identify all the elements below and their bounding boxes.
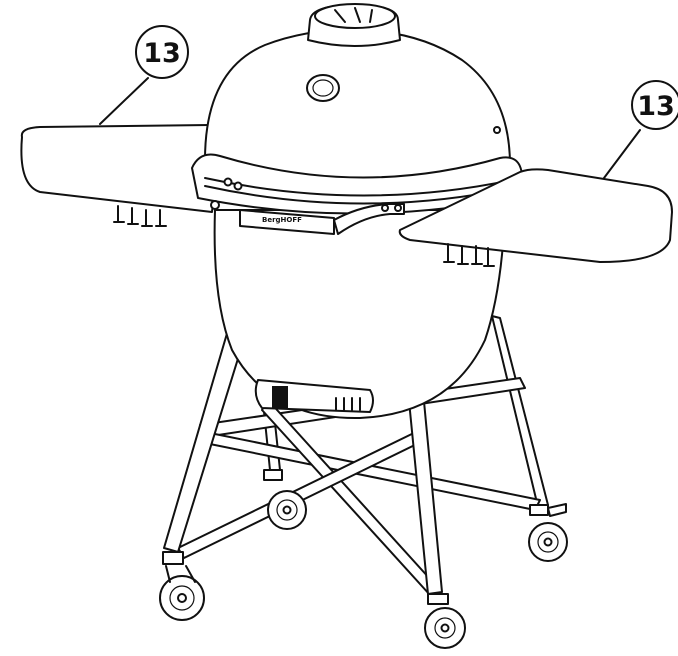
callout-leader-left <box>99 77 149 125</box>
callout-leader-right <box>603 129 641 179</box>
bottom-vent <box>254 379 374 413</box>
casters <box>159 469 568 649</box>
callout-label-left: 13 <box>143 38 181 69</box>
callout-left: 13 <box>99 25 189 125</box>
callout-right: 13 <box>603 80 678 179</box>
brand-label: BergHOFF <box>262 216 302 224</box>
callout-label-right: 13 <box>637 91 675 122</box>
left-side-shelf <box>20 124 222 227</box>
caster-back-right <box>528 503 568 562</box>
right-side-shelf <box>398 168 673 267</box>
dome-lid <box>204 3 511 180</box>
lid-handle: BergHOFF <box>239 203 405 235</box>
hinge-band <box>191 153 523 215</box>
cross-bar-diag <box>199 431 541 511</box>
grill-body-base <box>213 209 506 420</box>
caster-back-left <box>263 469 307 530</box>
thermometer <box>306 74 340 102</box>
caster-front-left <box>159 551 205 621</box>
caster-front-right <box>424 593 466 649</box>
back-right-leg <box>491 315 549 508</box>
